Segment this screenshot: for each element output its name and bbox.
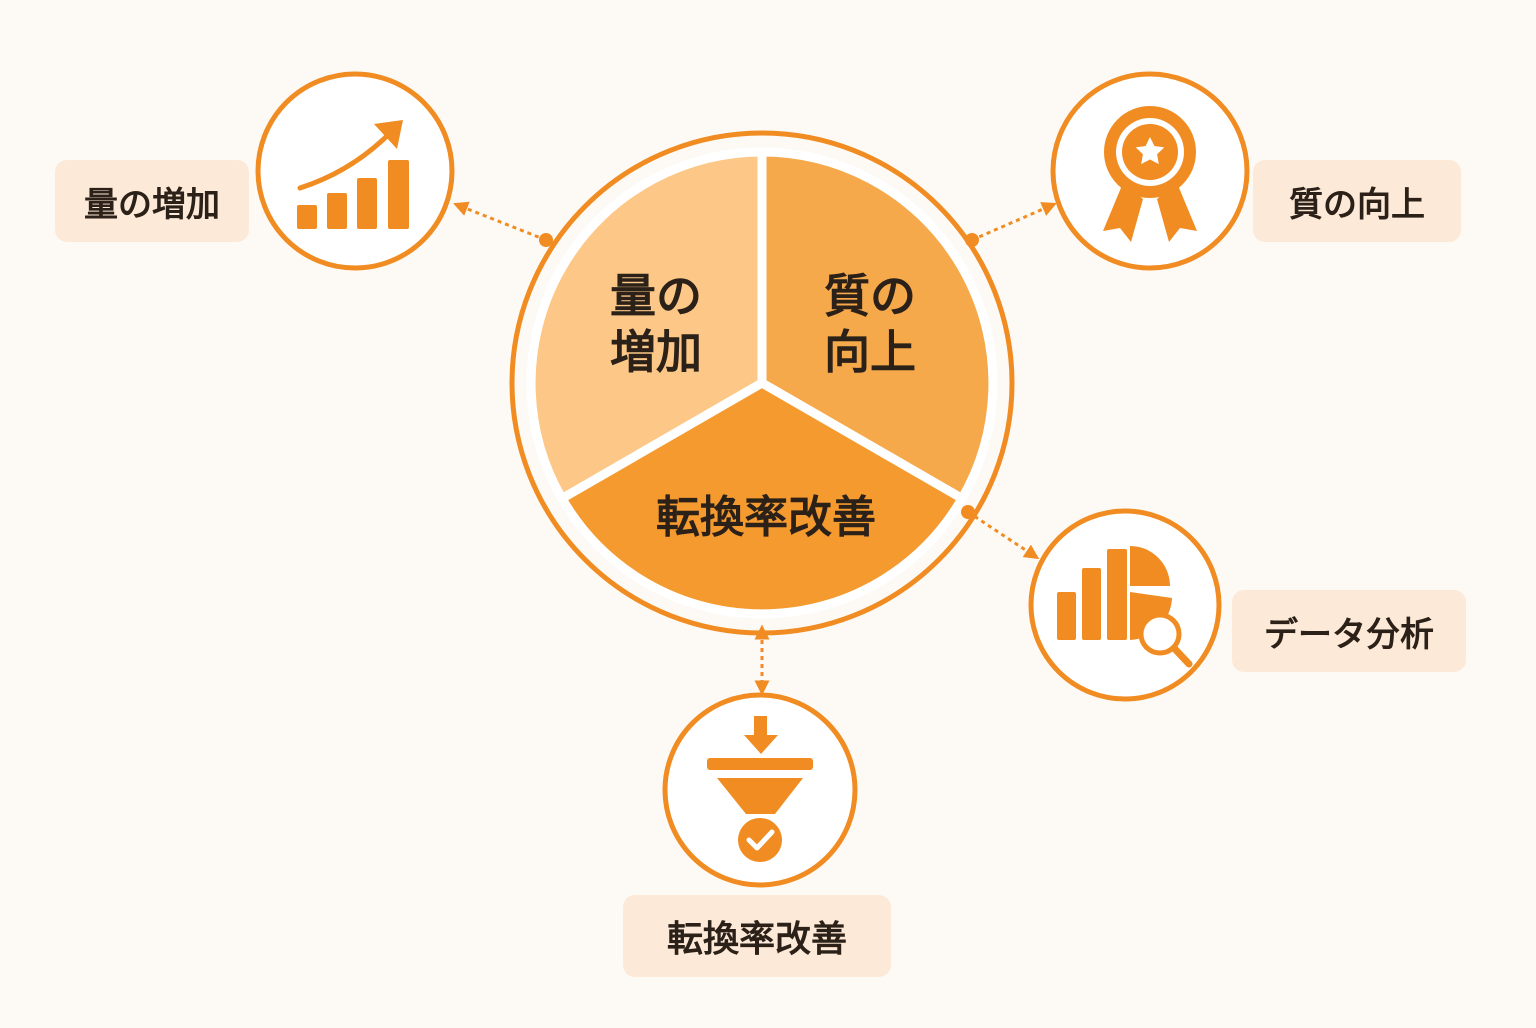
connector-dots (539, 233, 979, 519)
node-label-data: データ分析 (1232, 590, 1466, 672)
connector-quality (971, 202, 1057, 242)
segment-quantity-line2: 増加 (610, 325, 702, 379)
segment-quality-line2: 向上 (824, 325, 916, 379)
center-pie (526, 147, 998, 619)
node-label-quality: 質の向上 (1253, 160, 1461, 242)
connector-quantity (453, 201, 547, 242)
node-label-conversion: 転換率改善 (623, 895, 891, 977)
node-circle-quantity (255, 71, 455, 271)
connector-dot-quality (965, 233, 979, 247)
conversion-funnel-icon (707, 716, 813, 862)
connector-dot-data (961, 505, 975, 519)
connectors (453, 201, 1057, 696)
segment-conversion (557, 378, 967, 619)
node-label-quantity: 量の増加 (55, 160, 249, 242)
segment-quality-line1: 質の (824, 269, 916, 323)
segment-quantity-line1: 量の (610, 269, 702, 323)
connector-dot-quantity (539, 233, 553, 247)
connector-data (967, 510, 1040, 560)
growth-chart-icon (297, 120, 409, 229)
segment-conversion-label: 転換率改善 (656, 492, 876, 543)
award-ribbon-icon (1103, 106, 1197, 242)
data-analysis-icon (1057, 546, 1193, 668)
